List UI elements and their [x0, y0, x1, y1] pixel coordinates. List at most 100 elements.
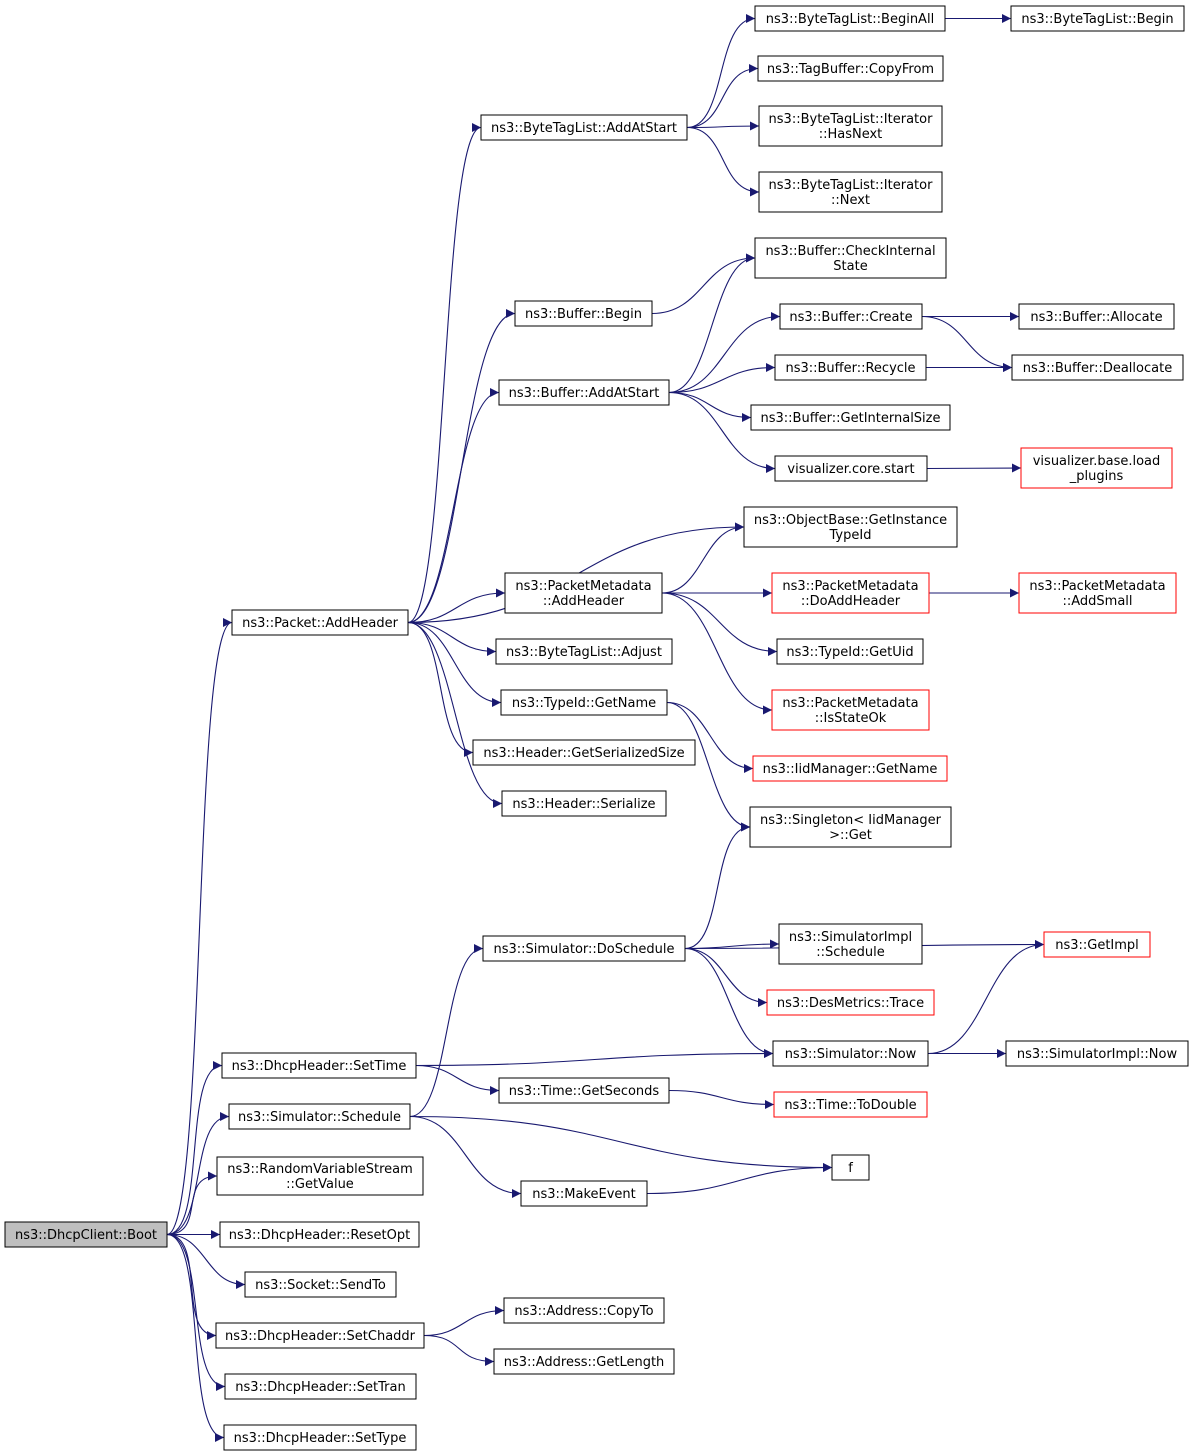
node-addr_get_length[interactable]: ns3::Address::GetLength: [493, 1348, 675, 1375]
node-box[interactable]: [754, 5, 946, 32]
node-buffer_begin[interactable]: ns3::Buffer::Begin: [514, 300, 653, 327]
node-btl_begin[interactable]: ns3::ByteTagList::Begin: [1010, 5, 1185, 32]
node-iid_get_name[interactable]: ns3::IidManager::GetName: [752, 755, 948, 782]
node-box[interactable]: [771, 689, 930, 731]
node-sim_do_schedule[interactable]: ns3::Simulator::DoSchedule: [482, 935, 686, 962]
node-box[interactable]: [503, 1297, 665, 1324]
node-box[interactable]: [1018, 572, 1177, 614]
node-header_serialize[interactable]: ns3::Header::Serialize: [501, 790, 667, 817]
node-box[interactable]: [743, 506, 958, 548]
node-box[interactable]: [498, 1077, 670, 1104]
node-buffer_add_at_start[interactable]: ns3::Buffer::AddAtStart: [498, 379, 670, 406]
node-box[interactable]: [504, 572, 663, 614]
node-buffer_create[interactable]: ns3::Buffer::Create: [779, 303, 923, 330]
node-buffer_allocate[interactable]: ns3::Buffer::Allocate: [1018, 303, 1175, 330]
node-pm_add_small[interactable]: ns3::PacketMetadata::AddSmall: [1018, 572, 1177, 614]
node-box[interactable]: [520, 1180, 648, 1207]
node-header_get_ser_size[interactable]: ns3::Header::GetSerializedSize: [472, 739, 696, 766]
node-box[interactable]: [472, 739, 696, 766]
node-box[interactable]: [1010, 5, 1185, 32]
node-add_header[interactable]: ns3::Packet::AddHeader: [231, 609, 409, 636]
node-box[interactable]: [773, 1091, 928, 1118]
node-btl_add_at_start[interactable]: ns3::ByteTagList::AddAtStart: [480, 114, 688, 141]
node-box[interactable]: [1011, 354, 1184, 381]
node-box[interactable]: [758, 171, 943, 213]
node-box[interactable]: [750, 404, 951, 431]
node-box[interactable]: [480, 114, 688, 141]
node-send_to[interactable]: ns3::Socket::SendTo: [244, 1271, 397, 1298]
node-box[interactable]: [223, 1424, 417, 1451]
node-box[interactable]: [778, 923, 923, 965]
node-box[interactable]: [498, 379, 670, 406]
node-box[interactable]: [4, 1221, 168, 1248]
node-box[interactable]: [495, 638, 673, 665]
node-simimpl_schedule[interactable]: ns3::SimulatorImpl::Schedule: [778, 923, 923, 965]
node-sim_schedule[interactable]: ns3::Simulator::Schedule: [228, 1103, 411, 1130]
node-sim_now[interactable]: ns3::Simulator::Now: [772, 1040, 929, 1067]
node-box[interactable]: [757, 55, 944, 82]
node-box[interactable]: [776, 638, 924, 665]
node-buffer_get_internal_size[interactable]: ns3::Buffer::GetInternalSize: [750, 404, 951, 431]
node-reset_opt[interactable]: ns3::DhcpHeader::ResetOpt: [219, 1221, 420, 1248]
node-vis_core_start[interactable]: visualizer.core.start: [774, 455, 928, 482]
node-time_to_double[interactable]: ns3::Time::ToDouble: [773, 1091, 928, 1118]
node-box[interactable]: [758, 105, 943, 147]
node-boot[interactable]: ns3::DhcpClient::Boot: [4, 1221, 168, 1248]
node-box[interactable]: [493, 1348, 675, 1375]
node-box[interactable]: [749, 806, 952, 848]
node-rvs_get_value[interactable]: ns3::RandomVariableStream::GetValue: [216, 1156, 424, 1196]
node-box[interactable]: [228, 1103, 411, 1130]
node-set_tran[interactable]: ns3::DhcpHeader::SetTran: [224, 1373, 417, 1400]
node-f[interactable]: f: [831, 1154, 870, 1181]
node-time_get_seconds[interactable]: ns3::Time::GetSeconds: [498, 1077, 670, 1104]
node-tagbuffer_copy_from[interactable]: ns3::TagBuffer::CopyFrom: [757, 55, 944, 82]
node-box[interactable]: [774, 354, 927, 381]
node-set_time[interactable]: ns3::DhcpHeader::SetTime: [221, 1052, 417, 1079]
node-box[interactable]: [482, 935, 686, 962]
node-box[interactable]: [501, 790, 667, 817]
node-typeid_get_uid[interactable]: ns3::TypeId::GetUid: [776, 638, 924, 665]
node-buffer_recycle[interactable]: ns3::Buffer::Recycle: [774, 354, 927, 381]
node-box[interactable]: [215, 1322, 425, 1349]
node-btl_iter_has_next[interactable]: ns3::ByteTagList::Iterator::HasNext: [758, 105, 943, 147]
node-box[interactable]: [1018, 303, 1175, 330]
node-vis_base_load_plugins[interactable]: visualizer.base.load_plugins: [1020, 447, 1173, 489]
node-pm_add_header[interactable]: ns3::PacketMetadata::AddHeader: [504, 572, 663, 614]
node-desmetrics_trace[interactable]: ns3::DesMetrics::Trace: [766, 989, 935, 1016]
node-box[interactable]: [219, 1221, 420, 1248]
node-box[interactable]: [221, 1052, 417, 1079]
node-btl_iter_next[interactable]: ns3::ByteTagList::Iterator::Next: [758, 171, 943, 213]
node-btl_begin_all[interactable]: ns3::ByteTagList::BeginAll: [754, 5, 946, 32]
node-box[interactable]: [1005, 1040, 1189, 1067]
node-box[interactable]: [831, 1154, 870, 1181]
node-pm_is_state_ok[interactable]: ns3::PacketMetadata::IsStateOk: [771, 689, 930, 731]
node-typeid_get_name[interactable]: ns3::TypeId::GetName: [500, 689, 668, 716]
node-buffer_deallocate[interactable]: ns3::Buffer::Deallocate: [1011, 354, 1184, 381]
node-box[interactable]: [774, 455, 928, 482]
node-box[interactable]: [752, 755, 948, 782]
node-box[interactable]: [216, 1156, 424, 1196]
node-set_chaddr[interactable]: ns3::DhcpHeader::SetChaddr: [215, 1322, 425, 1349]
node-get_impl[interactable]: ns3::GetImpl: [1043, 931, 1151, 958]
node-btl_adjust[interactable]: ns3::ByteTagList::Adjust: [495, 638, 673, 665]
node-set_type[interactable]: ns3::DhcpHeader::SetType: [223, 1424, 417, 1451]
node-box[interactable]: [754, 237, 947, 279]
node-simimpl_now[interactable]: ns3::SimulatorImpl::Now: [1005, 1040, 1189, 1067]
node-addr_copy_to[interactable]: ns3::Address::CopyTo: [503, 1297, 665, 1324]
node-box[interactable]: [771, 572, 930, 614]
node-box[interactable]: [244, 1271, 397, 1298]
node-singleton_get[interactable]: ns3::Singleton< IidManager>::Get: [749, 806, 952, 848]
node-box[interactable]: [766, 989, 935, 1016]
node-box[interactable]: [231, 609, 409, 636]
node-make_event[interactable]: ns3::MakeEvent: [520, 1180, 648, 1207]
node-box[interactable]: [1043, 931, 1151, 958]
node-box[interactable]: [1020, 447, 1173, 489]
node-pm_do_add_header[interactable]: ns3::PacketMetadata::DoAddHeader: [771, 572, 930, 614]
node-box[interactable]: [772, 1040, 929, 1067]
node-box[interactable]: [514, 300, 653, 327]
node-box[interactable]: [500, 689, 668, 716]
node-box[interactable]: [224, 1373, 417, 1400]
node-box[interactable]: [779, 303, 923, 330]
